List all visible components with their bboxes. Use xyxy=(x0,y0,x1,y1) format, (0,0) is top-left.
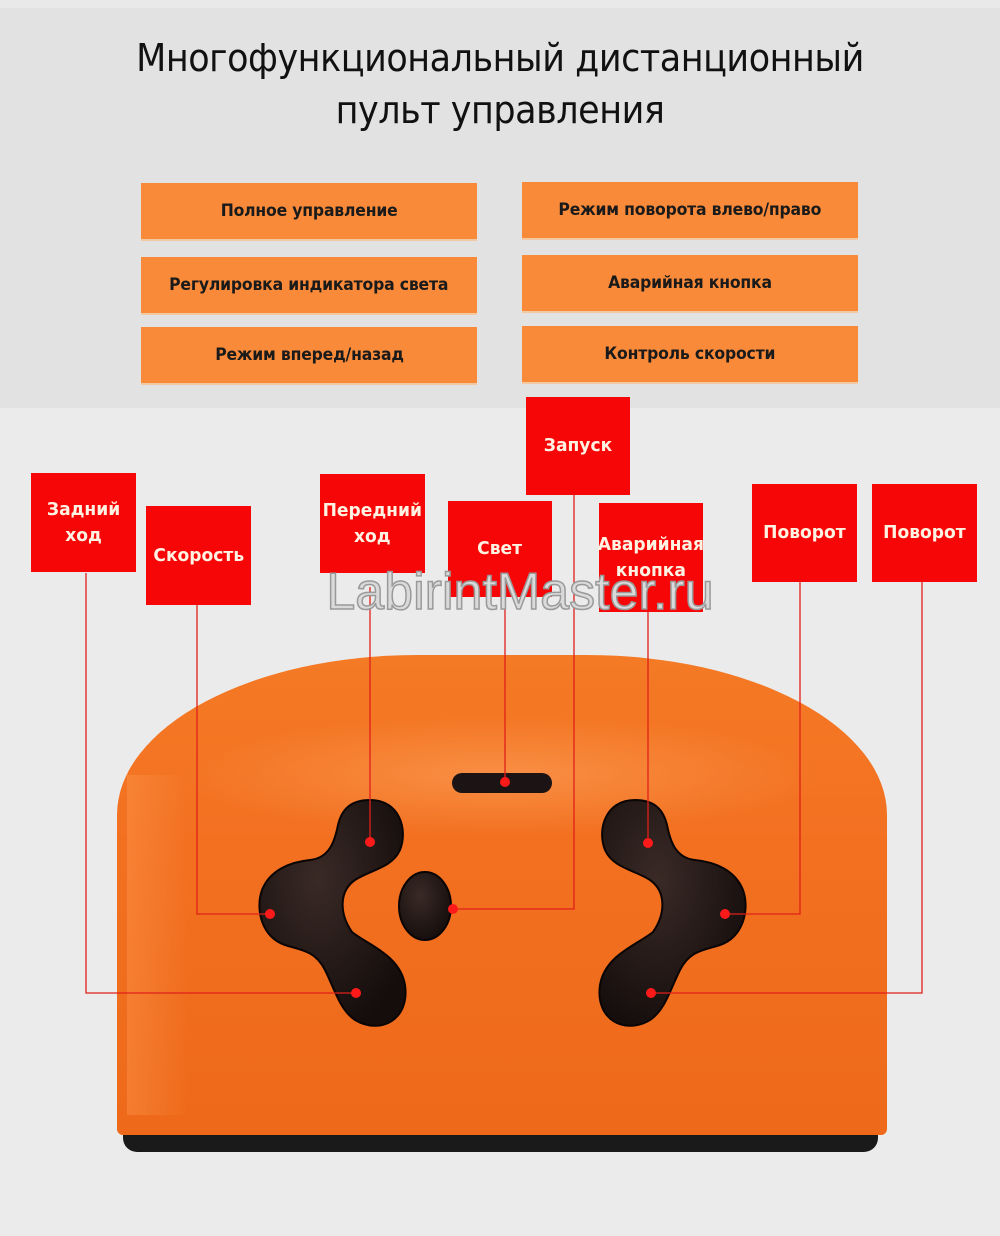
page-title: Многофункциональный дистанционный пульт … xyxy=(40,32,960,136)
callout-forward: Передний ход xyxy=(320,474,425,573)
callout-reverse: Задний ход xyxy=(31,473,136,572)
feature-speed-control: Контроль скорости xyxy=(522,326,858,382)
right-dpad[interactable] xyxy=(598,798,747,1027)
callout-label: Задний ход xyxy=(46,498,121,546)
feature-label: Полное управление xyxy=(220,201,398,221)
callout-label: Запуск xyxy=(543,435,613,456)
callout-label: Скорость xyxy=(153,544,244,566)
callout-emergency: Аварийная кнопка xyxy=(597,503,705,612)
callout-label: Передний ход xyxy=(322,499,423,547)
light-button[interactable] xyxy=(452,773,552,793)
feature-light-adjust: Регулировка индикатора света xyxy=(141,257,477,313)
feature-label: Регулировка индикатора света xyxy=(169,275,449,295)
feature-label: Режим вперед/назад xyxy=(214,345,404,365)
feature-label: Режим поворота влево/право xyxy=(558,200,822,220)
feature-forward-back: Режим вперед/назад xyxy=(141,327,477,383)
callout-turn-right: Поворот xyxy=(872,484,977,582)
start-button[interactable] xyxy=(398,871,452,941)
feature-label: Аварийная кнопка xyxy=(608,273,772,293)
callout-turn-left: Поворот xyxy=(752,484,857,582)
title-line-2: пульт управления xyxy=(335,88,665,132)
device-base xyxy=(123,1130,878,1152)
callout-label: Аварийная кнопка xyxy=(597,533,705,581)
feature-full-control: Полное управление xyxy=(141,183,477,239)
callout-label: Поворот xyxy=(763,522,846,543)
feature-label: Контроль скорости xyxy=(604,344,776,364)
callout-speed: Скорость xyxy=(146,506,251,605)
feature-turn-mode: Режим поворота влево/право xyxy=(522,182,858,238)
callout-label: Свет xyxy=(477,538,523,559)
callout-start: Запуск xyxy=(526,397,630,495)
left-dpad[interactable] xyxy=(258,798,407,1027)
title-line-1: Многофункциональный дистанционный xyxy=(136,36,864,80)
feature-emergency: Аварийная кнопка xyxy=(522,255,858,311)
callout-light: Свет xyxy=(448,501,552,597)
callout-label: Поворот xyxy=(883,522,966,543)
